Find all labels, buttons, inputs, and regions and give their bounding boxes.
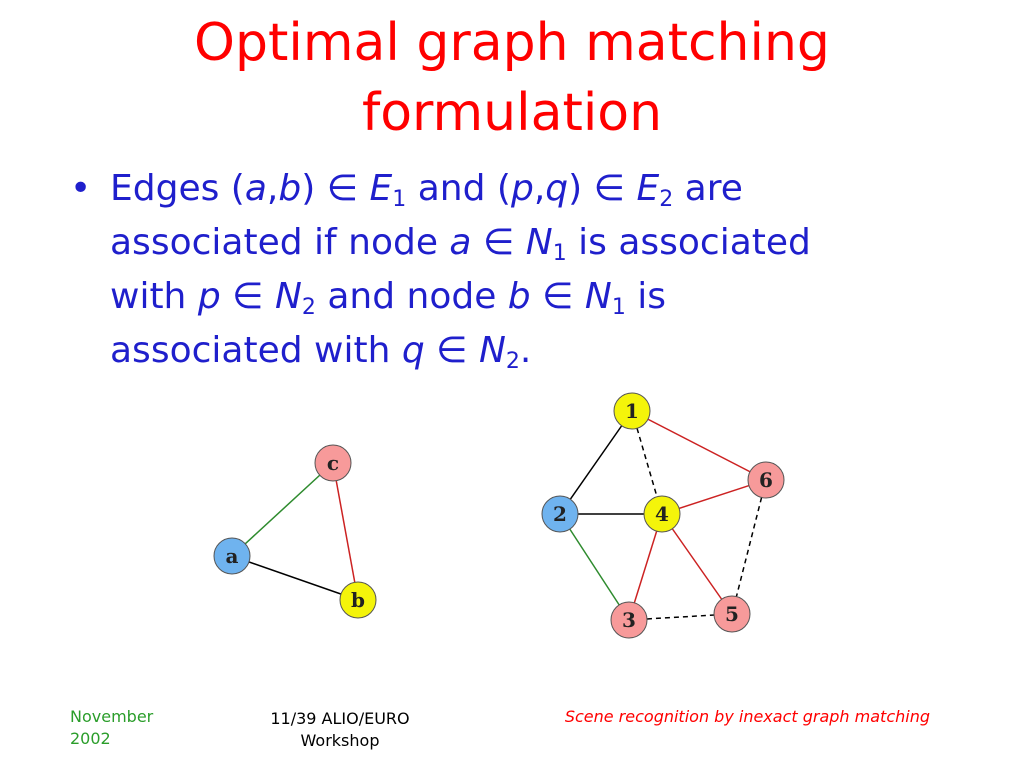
node-6: 6 <box>747 461 785 499</box>
subscript: 2 <box>301 295 316 320</box>
text-span: is associated <box>566 222 811 263</box>
footer-page-venue: 11/39 ALIO/EURO Workshop <box>270 709 410 750</box>
text-span: Edges ( <box>110 168 245 209</box>
element-of-symbol: ∈ <box>593 168 625 209</box>
title-line-1: Optimal graph matching <box>194 13 830 73</box>
node-label: 6 <box>759 468 773 492</box>
graph-1: c a b <box>213 444 377 619</box>
node-c: c <box>314 444 352 482</box>
node-label: 5 <box>725 602 739 626</box>
bullet-line-4: associated with q ∈ N2. <box>110 324 970 378</box>
text-span: with <box>110 276 198 317</box>
node-5: 5 <box>713 595 751 633</box>
text-span: associated with <box>110 330 402 371</box>
node-b: b <box>339 581 377 619</box>
edge-c-b <box>332 462 359 601</box>
edge-a-c <box>231 462 334 557</box>
node-a: a <box>213 537 251 575</box>
edge-4-3 <box>628 513 663 621</box>
bullet-list: • Edges (a,b) ∈ E1 and (p,q) ∈ E2 are as… <box>70 162 970 378</box>
text-span: associated if node <box>110 222 450 263</box>
var-E: E <box>369 168 393 209</box>
edge-4-5 <box>661 513 733 615</box>
var-p: p <box>510 168 534 209</box>
element-of-symbol: ∈ <box>232 276 264 317</box>
node-4: 4 <box>643 495 681 533</box>
bullet-line-2: associated if node a ∈ N1 is associated <box>110 216 970 270</box>
node-circle <box>613 392 651 430</box>
text-span: and node <box>315 276 508 317</box>
subscript: 2 <box>505 349 520 374</box>
node-label: 4 <box>655 502 669 526</box>
var-b: b <box>507 276 531 317</box>
var-q: q <box>401 330 425 371</box>
node-label: 1 <box>625 399 639 423</box>
edge-2-3 <box>559 513 630 621</box>
title-line-2: formulation <box>361 83 663 143</box>
node-2: 2 <box>541 495 579 533</box>
node-label: 2 <box>553 502 567 526</box>
text-span: is <box>625 276 667 317</box>
footer-date: November 2002 <box>70 707 154 748</box>
bullet-line-1: Edges (a,b) ∈ E1 and (p,q) ∈ E2 are <box>110 162 970 216</box>
element-of-symbol: ∈ <box>542 276 574 317</box>
var-a: a <box>244 168 267 209</box>
bullet-dot-icon: • <box>70 168 92 209</box>
node-circle <box>610 601 648 639</box>
slide-title: Optimal graph matching formulation <box>0 8 1024 148</box>
var-p: p <box>197 276 221 317</box>
node-label: c <box>327 451 339 475</box>
node-circle <box>747 461 785 499</box>
node-circle <box>213 537 251 575</box>
text-span: ) <box>568 168 594 209</box>
edge-a-b <box>231 555 359 601</box>
subscript: 1 <box>611 295 626 320</box>
text-span: ) <box>301 168 327 209</box>
text-span: , <box>266 168 279 209</box>
bullet-line-3: with p ∈ N2 and node b ∈ N1 is <box>110 270 970 324</box>
element-of-symbol: ∈ <box>482 222 515 263</box>
node-1: 1 <box>613 392 651 430</box>
var-N: N <box>274 276 302 317</box>
edge-1-6 <box>631 410 767 481</box>
element-of-symbol: ∈ <box>436 330 468 371</box>
node-3: 3 <box>610 601 648 639</box>
text-span: and ( <box>406 168 511 209</box>
subscript: 2 <box>659 187 674 212</box>
var-q: q <box>545 168 569 209</box>
var-N: N <box>584 276 612 317</box>
var-N: N <box>525 222 553 263</box>
edge-6-5 <box>731 479 767 615</box>
subscript: 1 <box>552 241 567 266</box>
element-of-symbol: ∈ <box>326 168 359 209</box>
node-circle <box>643 495 681 533</box>
node-circle <box>541 495 579 533</box>
node-label: a <box>226 544 239 568</box>
text-span: . <box>519 330 532 371</box>
node-circle <box>713 595 751 633</box>
footer-talk-title: Scene recognition by inexact graph match… <box>564 707 930 726</box>
edge-1-2 <box>559 410 633 515</box>
graph-2: 1 2 3 4 5 6 <box>541 392 785 639</box>
var-E: E <box>636 168 660 209</box>
text-span: , <box>533 168 546 209</box>
node-circle <box>314 444 352 482</box>
var-a: a <box>449 222 472 263</box>
bullet-item: • Edges (a,b) ∈ E1 and (p,q) ∈ E2 are as… <box>70 162 970 378</box>
var-b: b <box>278 168 302 209</box>
node-circle <box>339 581 377 619</box>
var-N: N <box>478 330 506 371</box>
node-label: b <box>351 588 365 612</box>
text-span: are <box>673 168 743 209</box>
node-label: 3 <box>622 608 636 632</box>
subscript: 1 <box>392 187 407 212</box>
